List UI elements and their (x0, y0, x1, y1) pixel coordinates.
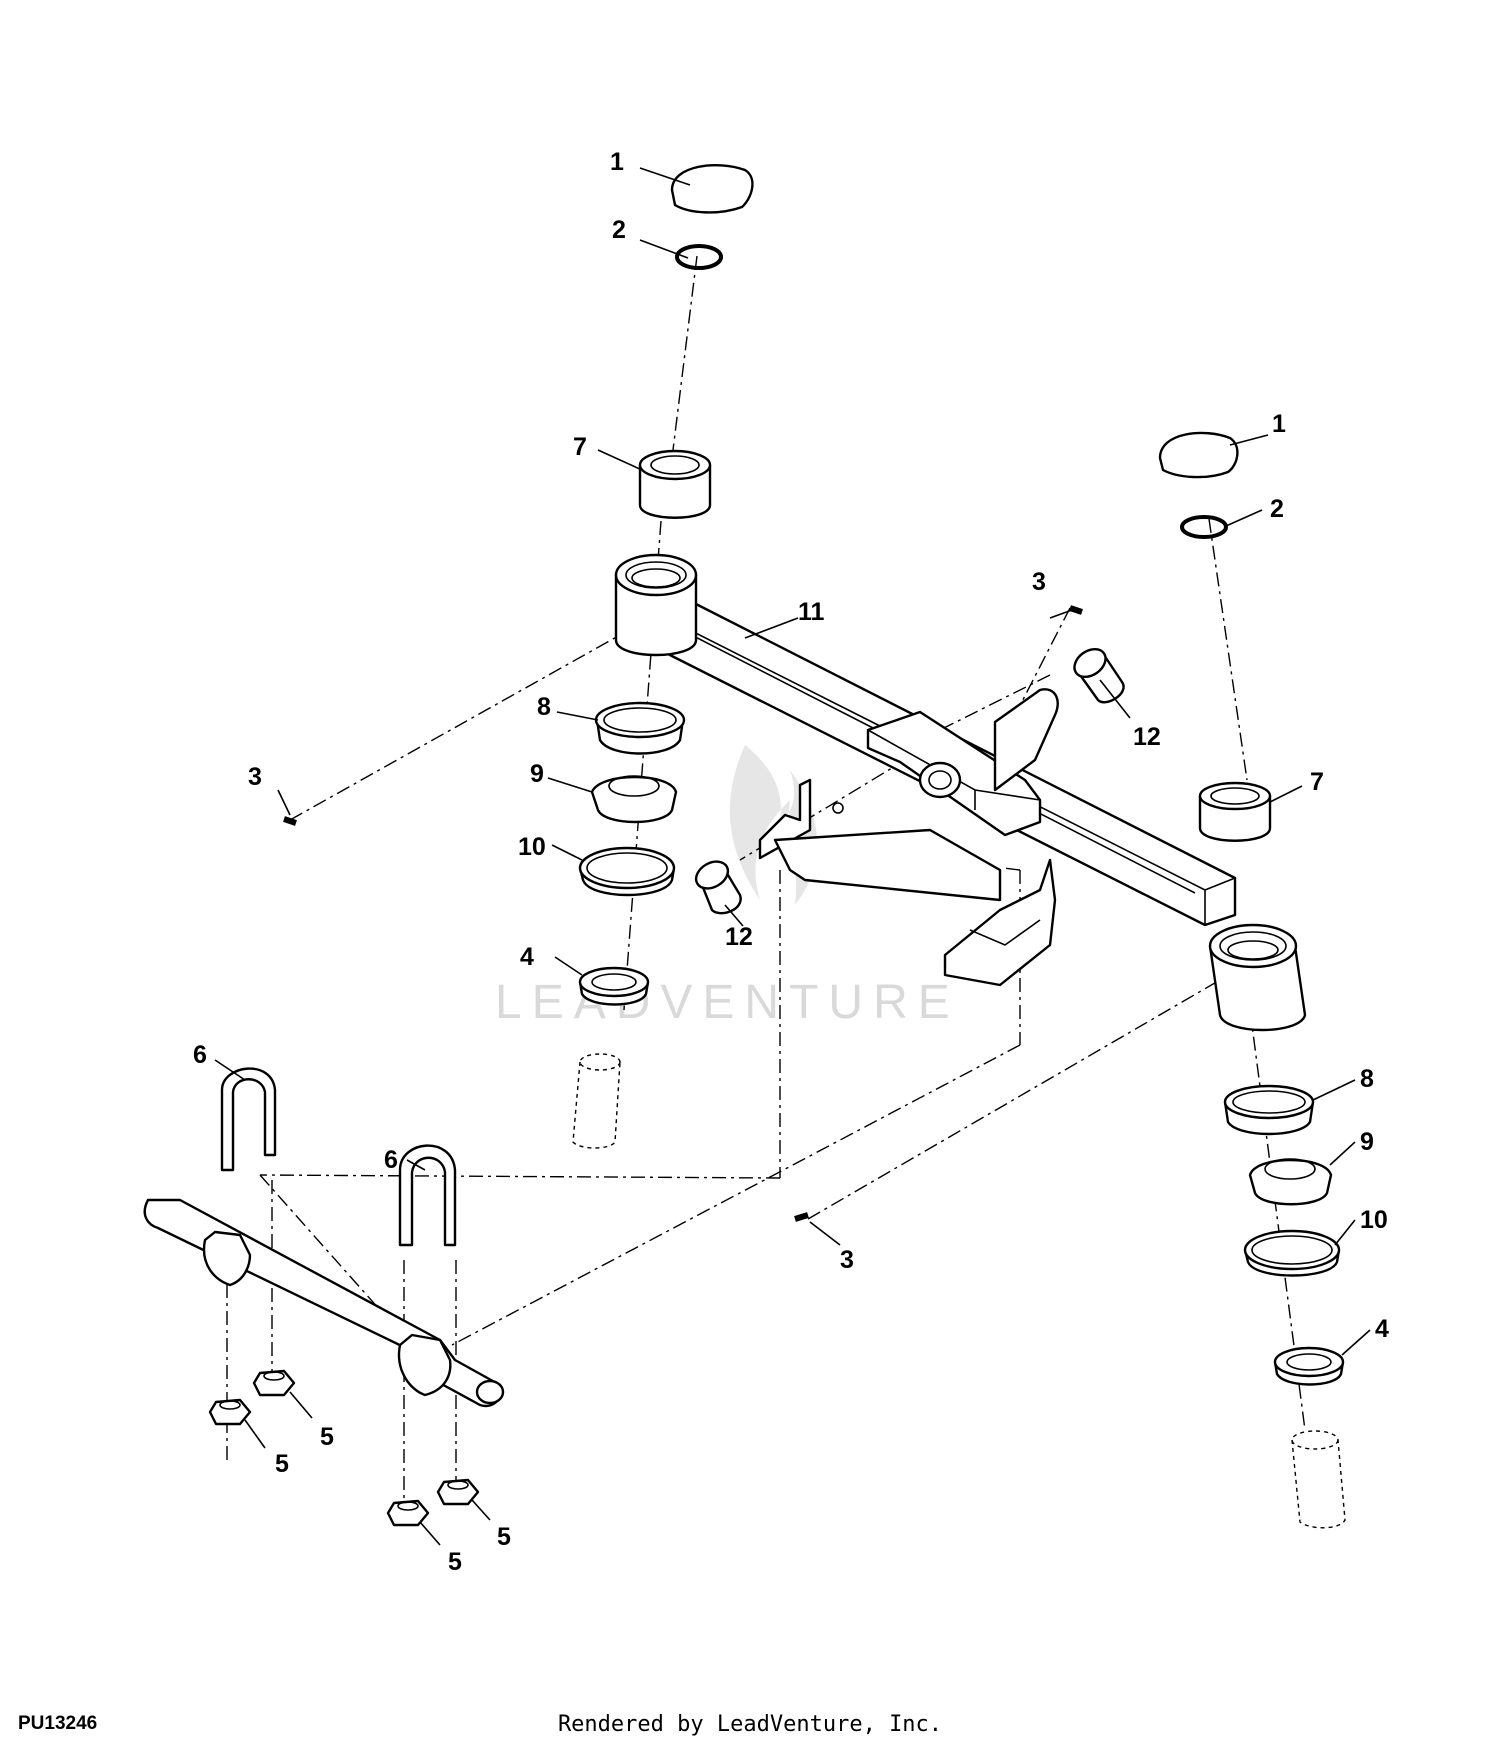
rendered-by-footer: Rendered by LeadVenture, Inc. (557, 1712, 943, 1737)
part-4-seal-right (1273, 1346, 1345, 1386)
callout-2-right: 2 (1270, 495, 1284, 523)
callout-5-nut-3: 5 (448, 1548, 462, 1576)
part-3-fitting-bottom (794, 1212, 809, 1222)
part-7-bushing-left (638, 449, 712, 519)
callout-3-left: 3 (248, 763, 262, 791)
callout-6-right: 6 (384, 1146, 398, 1174)
callout-6-left: 6 (193, 1041, 207, 1069)
callout-1-left: 1 (610, 148, 624, 176)
callout-5-nut-2: 5 (320, 1423, 334, 1451)
callout-3-bottom: 3 (840, 1246, 854, 1274)
callout-5-nut-1: 5 (275, 1450, 289, 1478)
part-4-seal-left (578, 966, 650, 1006)
part-5-nut-3 (386, 1499, 430, 1527)
leader-lines (214, 167, 1371, 1546)
callout-11: 11 (798, 598, 825, 626)
part-9-bearing-right (1248, 1158, 1333, 1206)
part-2-snap-ring-right (1180, 515, 1228, 539)
callout-8-left: 8 (537, 693, 551, 721)
part-3-fitting-top (1069, 605, 1083, 615)
part-5-nut-2 (252, 1369, 296, 1397)
part-11-front-axle (614, 553, 1307, 1032)
callout-9-right: 9 (1360, 1128, 1374, 1156)
callouts: 1 2 7 3 11 3 8 9 10 4 12 12 1 2 7 8 9 10… (193, 148, 1389, 1576)
callout-8-right: 8 (1360, 1065, 1374, 1093)
callout-1-right: 1 (1272, 410, 1286, 438)
watermark-text: LEADVENTURE (495, 976, 960, 1029)
part-6-u-bolt-left (220, 1067, 277, 1172)
part-3-fitting-left (283, 816, 297, 826)
frame-tube (143, 1198, 505, 1408)
figure-id: PU13246 (18, 1713, 98, 1734)
callout-5-nut-4: 5 (497, 1523, 511, 1551)
part-12-bushing-left (694, 860, 742, 915)
spindle-phantom-right (1291, 1430, 1346, 1529)
callout-9-left: 9 (530, 760, 544, 788)
part-1-cap-left (670, 164, 754, 214)
part-7-bushing-right (1198, 781, 1272, 842)
callout-10-left: 10 (518, 833, 546, 861)
callout-10-right: 10 (1360, 1206, 1388, 1234)
part-6-u-bolt-right (398, 1144, 457, 1247)
part-10-cup-left (578, 846, 676, 897)
callout-2-left: 2 (612, 216, 626, 244)
part-5-nut-4 (436, 1478, 480, 1506)
part-9-bearing-left (590, 775, 678, 824)
part-1-cap-right (1158, 431, 1239, 479)
spindle-phantom-left (572, 1053, 621, 1149)
callout-7-right: 7 (1310, 768, 1324, 796)
part-8-seal-left (594, 701, 686, 755)
part-12-bushing-right (1073, 647, 1125, 704)
callout-3-top: 3 (1032, 568, 1046, 596)
callout-7-left: 7 (573, 433, 587, 461)
callout-4-right: 4 (1375, 1315, 1389, 1343)
part-2-snap-ring-left (675, 244, 723, 270)
part-10-cup-right (1243, 1229, 1341, 1277)
callout-4-left: 4 (520, 943, 534, 971)
part-8-seal-right (1223, 1084, 1315, 1136)
part-5-nut-1 (208, 1398, 252, 1426)
callout-12-left: 12 (725, 923, 753, 951)
callout-12-right: 12 (1133, 723, 1161, 751)
